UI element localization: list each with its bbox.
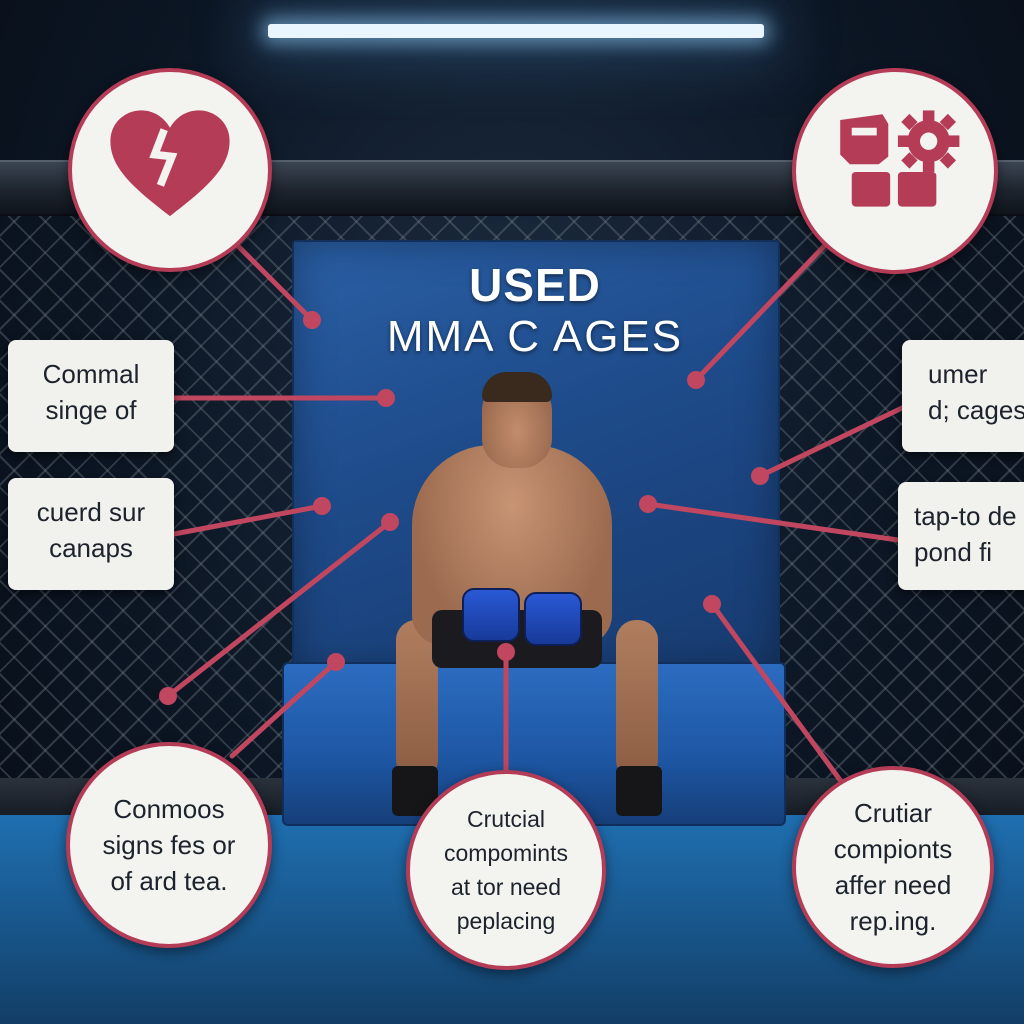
connector-left-bottom [171, 503, 325, 537]
callout-text: Crutiar [853, 798, 932, 828]
broken-heart-icon [110, 110, 230, 217]
right-ankle-wrap [616, 766, 662, 816]
connector-dot [159, 687, 177, 705]
label-box-left-top: Commal singe of [8, 340, 174, 452]
connector-dot [327, 653, 345, 671]
broken-heart-callout [68, 68, 272, 272]
label-text: Commal [42, 359, 140, 389]
connector-dot [703, 595, 721, 613]
connector-dot [377, 389, 395, 407]
connector-dot [751, 467, 769, 485]
callout-text: peplacing [456, 908, 556, 934]
connector-dot [687, 371, 705, 389]
connector-mid-left [165, 519, 393, 699]
connector-gear [693, 237, 833, 383]
callout-text: signs fes or [102, 830, 236, 860]
glove-gear-callout [792, 68, 998, 274]
callout-text: compomints [444, 840, 568, 866]
connector-dot [497, 643, 515, 661]
connector-circle-br [709, 601, 843, 783]
connector-right-bottom [645, 501, 901, 543]
callout-circle-bottom-left: Conmoos signs fes or of ard tea. [66, 742, 272, 948]
callout-text: Crutcial [467, 806, 545, 832]
connector-dot [381, 513, 399, 531]
ceiling-light [268, 24, 764, 38]
callout-circle-bottom-right: Crutiar compionts affer need rep.ing. [792, 766, 994, 968]
callout-text: compionts [833, 834, 953, 864]
fighter-right-leg [616, 620, 658, 780]
connector-heart [229, 237, 315, 323]
callout-circle-bottom-center: Crutcial compomints at tor need peplacin… [406, 770, 606, 970]
callout-text: of ard tea. [110, 866, 228, 896]
label-text: cuerd sur [36, 497, 146, 527]
label-text: tap-to de [914, 501, 1017, 531]
title-line-2: MMA C AGES [386, 312, 684, 361]
label-text: umer [928, 359, 988, 389]
label-text: canaps [49, 533, 133, 563]
label-text: singe of [45, 395, 137, 425]
label-box-right-top: umer d; cages [902, 340, 1024, 452]
callout-text: rep.ing. [849, 906, 937, 936]
title-line-1: USED [469, 259, 601, 311]
callout-text: at tor need [451, 874, 561, 900]
connector-dot [639, 495, 657, 513]
callout-text: affer need [834, 870, 952, 900]
connector-circle-bl [229, 659, 339, 759]
fighter-hair [482, 372, 552, 402]
connector-right-top [757, 405, 905, 479]
left-glove [462, 588, 520, 642]
connector-dot [313, 497, 331, 515]
label-text: pond fi [914, 537, 993, 567]
right-glove [524, 592, 582, 646]
fighter-left-leg [396, 620, 438, 780]
label-text: d; cages [928, 395, 1024, 425]
glove-gear-icon [840, 110, 960, 207]
connector-dot [303, 311, 321, 329]
label-box-left-bottom: cuerd sur canaps [8, 478, 174, 590]
label-box-right-bottom: tap-to de pond fi [898, 482, 1024, 590]
callout-text: Conmoos [113, 794, 225, 824]
